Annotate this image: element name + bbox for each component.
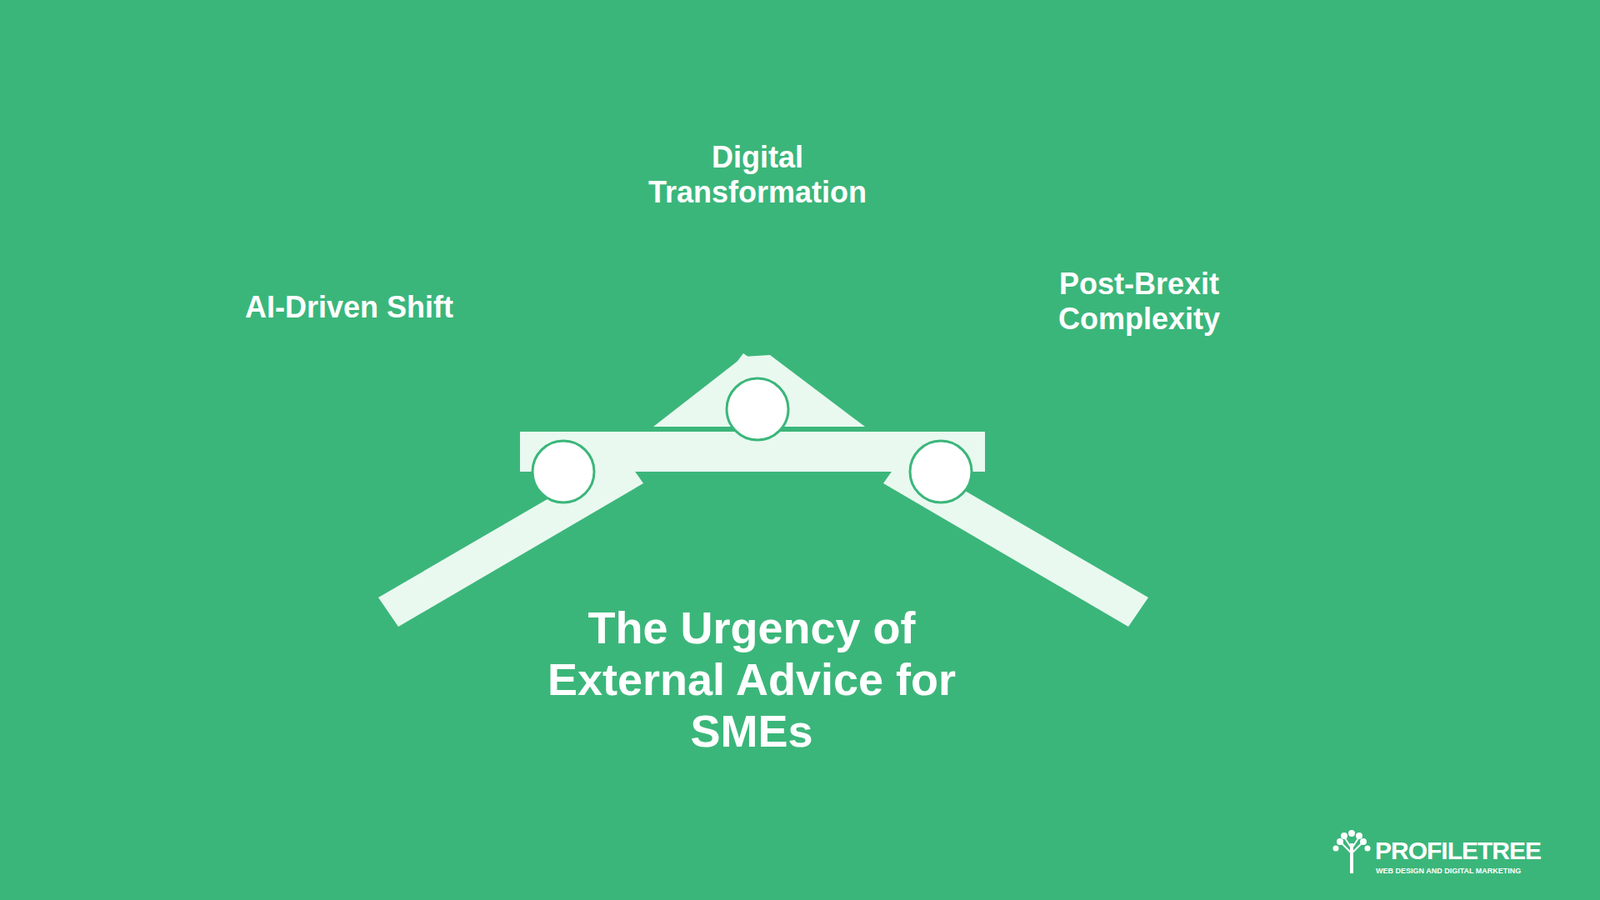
diagram-title: The Urgency of External Advice for SMEs (535, 601, 969, 757)
joint-circle (532, 440, 595, 503)
logo-wordmark: PROFILETREE (1375, 835, 1541, 865)
top-peak (733, 353, 755, 367)
left-leg (378, 455, 644, 627)
joint-circle (910, 440, 972, 503)
logo-tagline: WEB DESIGN AND DIGITAL MARKETING (1375, 866, 1521, 876)
joint-circle (726, 378, 789, 440)
logo-tree-icon (1334, 830, 1370, 874)
branch-label: AI-Driven Shift (174, 290, 525, 325)
branch-label: Digital Transformation (620, 140, 895, 210)
crossbar-edge (520, 431, 529, 472)
branch-label: Post-Brexit Complexity (1001, 266, 1277, 337)
